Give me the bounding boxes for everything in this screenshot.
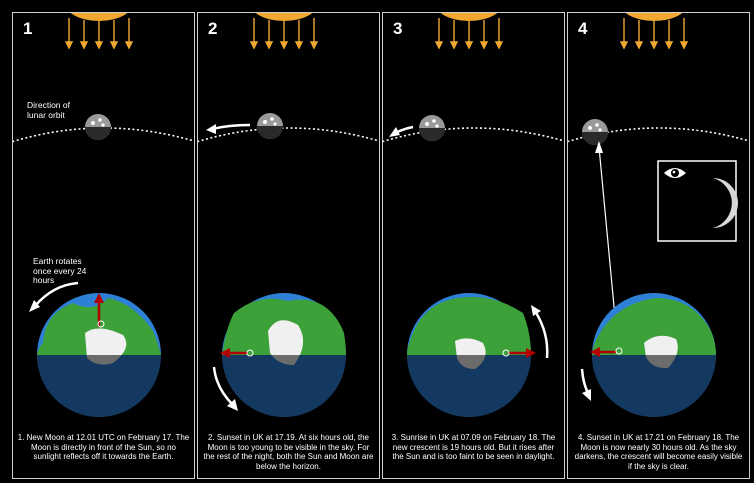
panel-caption: 3. Sunrise in UK at 07.09 on February 18… xyxy=(391,433,556,461)
observer-marker xyxy=(97,320,105,328)
rotation-arrowhead xyxy=(531,305,541,316)
orbit-direction-arrowhead xyxy=(389,127,400,137)
sun xyxy=(255,13,313,21)
panel-2: 2 2. Sunset in UK at 17.19. At six hours… xyxy=(197,12,380,479)
crescent-moon-icon xyxy=(713,178,738,228)
eye-icon xyxy=(664,168,686,178)
panel-1-illustration xyxy=(13,13,194,417)
panel-caption: 1. New Moon at 12.01 UTC on February 17.… xyxy=(17,433,190,461)
uk-position-arrowhead xyxy=(220,348,230,358)
rotation-arrow xyxy=(533,310,549,359)
panel-4-illustration xyxy=(568,13,749,417)
moon xyxy=(257,113,283,139)
sunlight-rays xyxy=(434,18,504,50)
earth xyxy=(407,293,531,417)
sunlight-rays xyxy=(619,18,689,50)
line-of-sight-arrowhead xyxy=(595,141,603,153)
observer-marker xyxy=(502,349,510,357)
panel-number: 4 xyxy=(578,19,588,38)
sun xyxy=(70,13,128,21)
panel-2-illustration xyxy=(198,13,379,417)
uk-position-arrowhead xyxy=(94,293,104,303)
panel-number: 3 xyxy=(393,19,403,38)
observer-marker xyxy=(246,349,254,357)
uk-position-arrowhead xyxy=(590,347,600,357)
observer-marker xyxy=(615,347,623,355)
rotation-arrow xyxy=(580,368,590,394)
orbit-direction-arrow xyxy=(212,123,251,131)
panel-caption: 4. Sunset in UK at 17.21 on February 18.… xyxy=(574,433,743,471)
panel-number: 2 xyxy=(208,19,218,38)
rotation-arrow xyxy=(34,281,79,307)
panel-1: 1 Direction of lunar orbit Earth rotates… xyxy=(12,12,195,479)
rotation-arrowhead xyxy=(29,300,40,312)
uk-position-arrowhead xyxy=(526,348,536,358)
sunlight-rays xyxy=(64,18,134,50)
moon xyxy=(419,115,445,141)
sun xyxy=(440,13,498,21)
orbit-direction-label: Direction of lunar orbit xyxy=(27,100,70,120)
earth-rotation-label: Earth rotates once every 24 hours xyxy=(33,256,87,285)
rotation-arrow xyxy=(212,366,234,406)
moon xyxy=(85,114,111,140)
rotation-arrowhead xyxy=(227,399,238,411)
panel-4: 4 4. Sunset in UK at 17.21 on February 1… xyxy=(567,12,750,479)
lunar-orbit-path xyxy=(198,127,379,143)
lunar-orbit-path xyxy=(383,127,564,143)
panel-3: 3 3. Sunrise in UK at 07.09 on February … xyxy=(382,12,565,479)
rotation-arrowhead xyxy=(582,389,591,401)
orbit-direction-arrowhead xyxy=(206,124,216,134)
earth xyxy=(592,293,716,417)
moon xyxy=(582,119,608,145)
panel-3-illustration xyxy=(383,13,564,417)
sun xyxy=(625,13,683,21)
lunar-orbit-path xyxy=(13,127,194,143)
panel-caption: 2. Sunset in UK at 17.19. At six hours o… xyxy=(203,433,374,471)
panel-number: 1 xyxy=(23,19,33,38)
sunlight-rays xyxy=(249,18,319,50)
earth xyxy=(222,293,346,417)
